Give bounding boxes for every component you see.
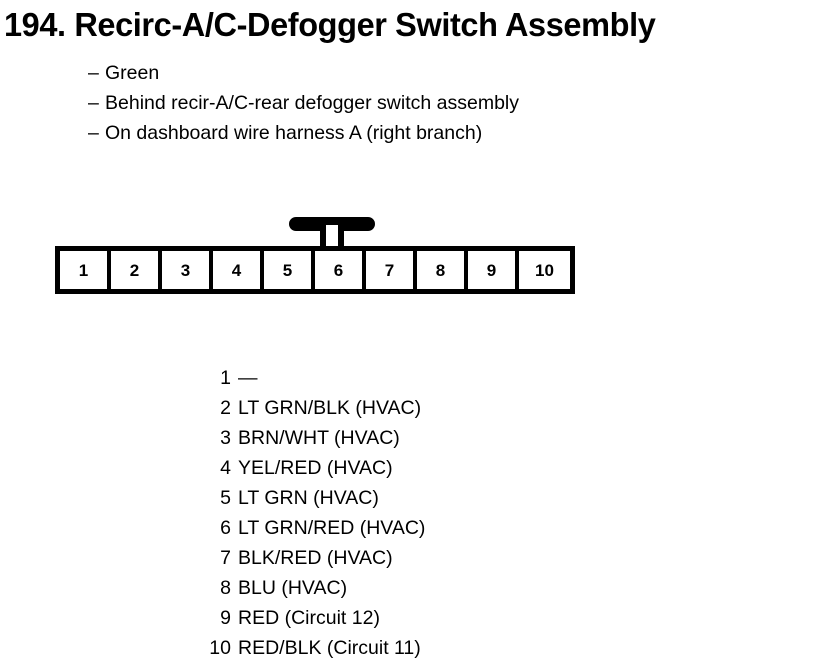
pin-number: 8	[220, 577, 231, 599]
attribute-item: – Green	[88, 58, 788, 88]
connector-latch-icon	[287, 212, 377, 248]
pin-wire-label: YEL/RED (HVAC)	[238, 457, 393, 479]
pin-wire-label: BRN/WHT (HVAC)	[238, 427, 400, 449]
dash-bullet-icon: –	[88, 62, 99, 84]
pin-number: 10	[209, 637, 231, 659]
pin-wire-label: RED (Circuit 12)	[238, 607, 380, 629]
pin-number: 2	[220, 397, 231, 419]
pin-number: 5	[220, 487, 231, 509]
pin-number: 3	[220, 427, 231, 449]
attribute-text: Behind recir-A/C-rear defogger switch as…	[105, 92, 519, 114]
pin-wire-label: —	[238, 367, 258, 389]
pin-assignment-row: 7 BLK/RED (HVAC)	[150, 543, 580, 573]
pin-wire-label: LT GRN/RED (HVAC)	[238, 517, 426, 539]
connector-attributes: – Green – Behind recir-A/C-rear defogger…	[88, 58, 788, 148]
connector-pin-cell: 5	[264, 251, 315, 289]
attribute-item: – On dashboard wire harness A (right bra…	[88, 118, 788, 148]
connector-pin-cell: 9	[468, 251, 519, 289]
pin-assignment-row: 6 LT GRN/RED (HVAC)	[150, 513, 580, 543]
connector-pin-cell: 2	[111, 251, 162, 289]
pin-assignment-row: 3 BRN/WHT (HVAC)	[150, 423, 580, 453]
pin-assignment-row: 2 LT GRN/BLK (HVAC)	[150, 393, 580, 423]
page-title: 194. Recirc-A/C-Defogger Switch Assembly	[4, 6, 656, 43]
connector-pin-cell: 4	[213, 251, 264, 289]
dash-bullet-icon: –	[88, 122, 99, 144]
connector-pin-cell: 8	[417, 251, 468, 289]
connector-pin-cell: 1	[60, 251, 111, 289]
connector-pin-cell: 7	[366, 251, 417, 289]
pin-number: 9	[220, 607, 231, 629]
attribute-text: On dashboard wire harness A (right branc…	[105, 122, 483, 144]
connector-diagram: 1 2 3 4 5 6 7 8 9 10	[55, 212, 615, 294]
dash-bullet-icon: –	[88, 92, 99, 114]
connector-body: 1 2 3 4 5 6 7 8 9 10	[55, 246, 575, 294]
pin-assignment-row: 1 —	[150, 363, 580, 393]
pin-assignment-row: 8 BLU (HVAC)	[150, 573, 580, 603]
pin-number: 6	[220, 517, 231, 539]
pin-wire-label: LT GRN (HVAC)	[238, 487, 379, 509]
pin-assignment-list: 1 — 2 LT GRN/BLK (HVAC) 3 BRN/WHT (HVAC)…	[150, 363, 580, 663]
attribute-text: Green	[105, 62, 160, 84]
pin-assignment-row: 5 LT GRN (HVAC)	[150, 483, 580, 513]
pin-wire-label: LT GRN/BLK (HVAC)	[238, 397, 422, 419]
pin-wire-label: RED/BLK (Circuit 11)	[238, 637, 421, 659]
pin-number: 4	[220, 457, 231, 479]
pin-assignment-row: 10 RED/BLK (Circuit 11)	[150, 633, 580, 663]
attribute-item: – Behind recir-A/C-rear defogger switch …	[88, 88, 788, 118]
pin-number: 1	[220, 367, 231, 389]
connector-pin-cell: 10	[519, 251, 570, 289]
connector-pin-cell: 3	[162, 251, 213, 289]
pin-assignment-row: 9 RED (Circuit 12)	[150, 603, 580, 633]
pin-number: 7	[220, 547, 231, 569]
pin-wire-label: BLU (HVAC)	[238, 577, 348, 599]
pin-assignment-row: 4 YEL/RED (HVAC)	[150, 453, 580, 483]
pin-wire-label: BLK/RED (HVAC)	[238, 547, 393, 569]
connector-pin-cell: 6	[315, 251, 366, 289]
